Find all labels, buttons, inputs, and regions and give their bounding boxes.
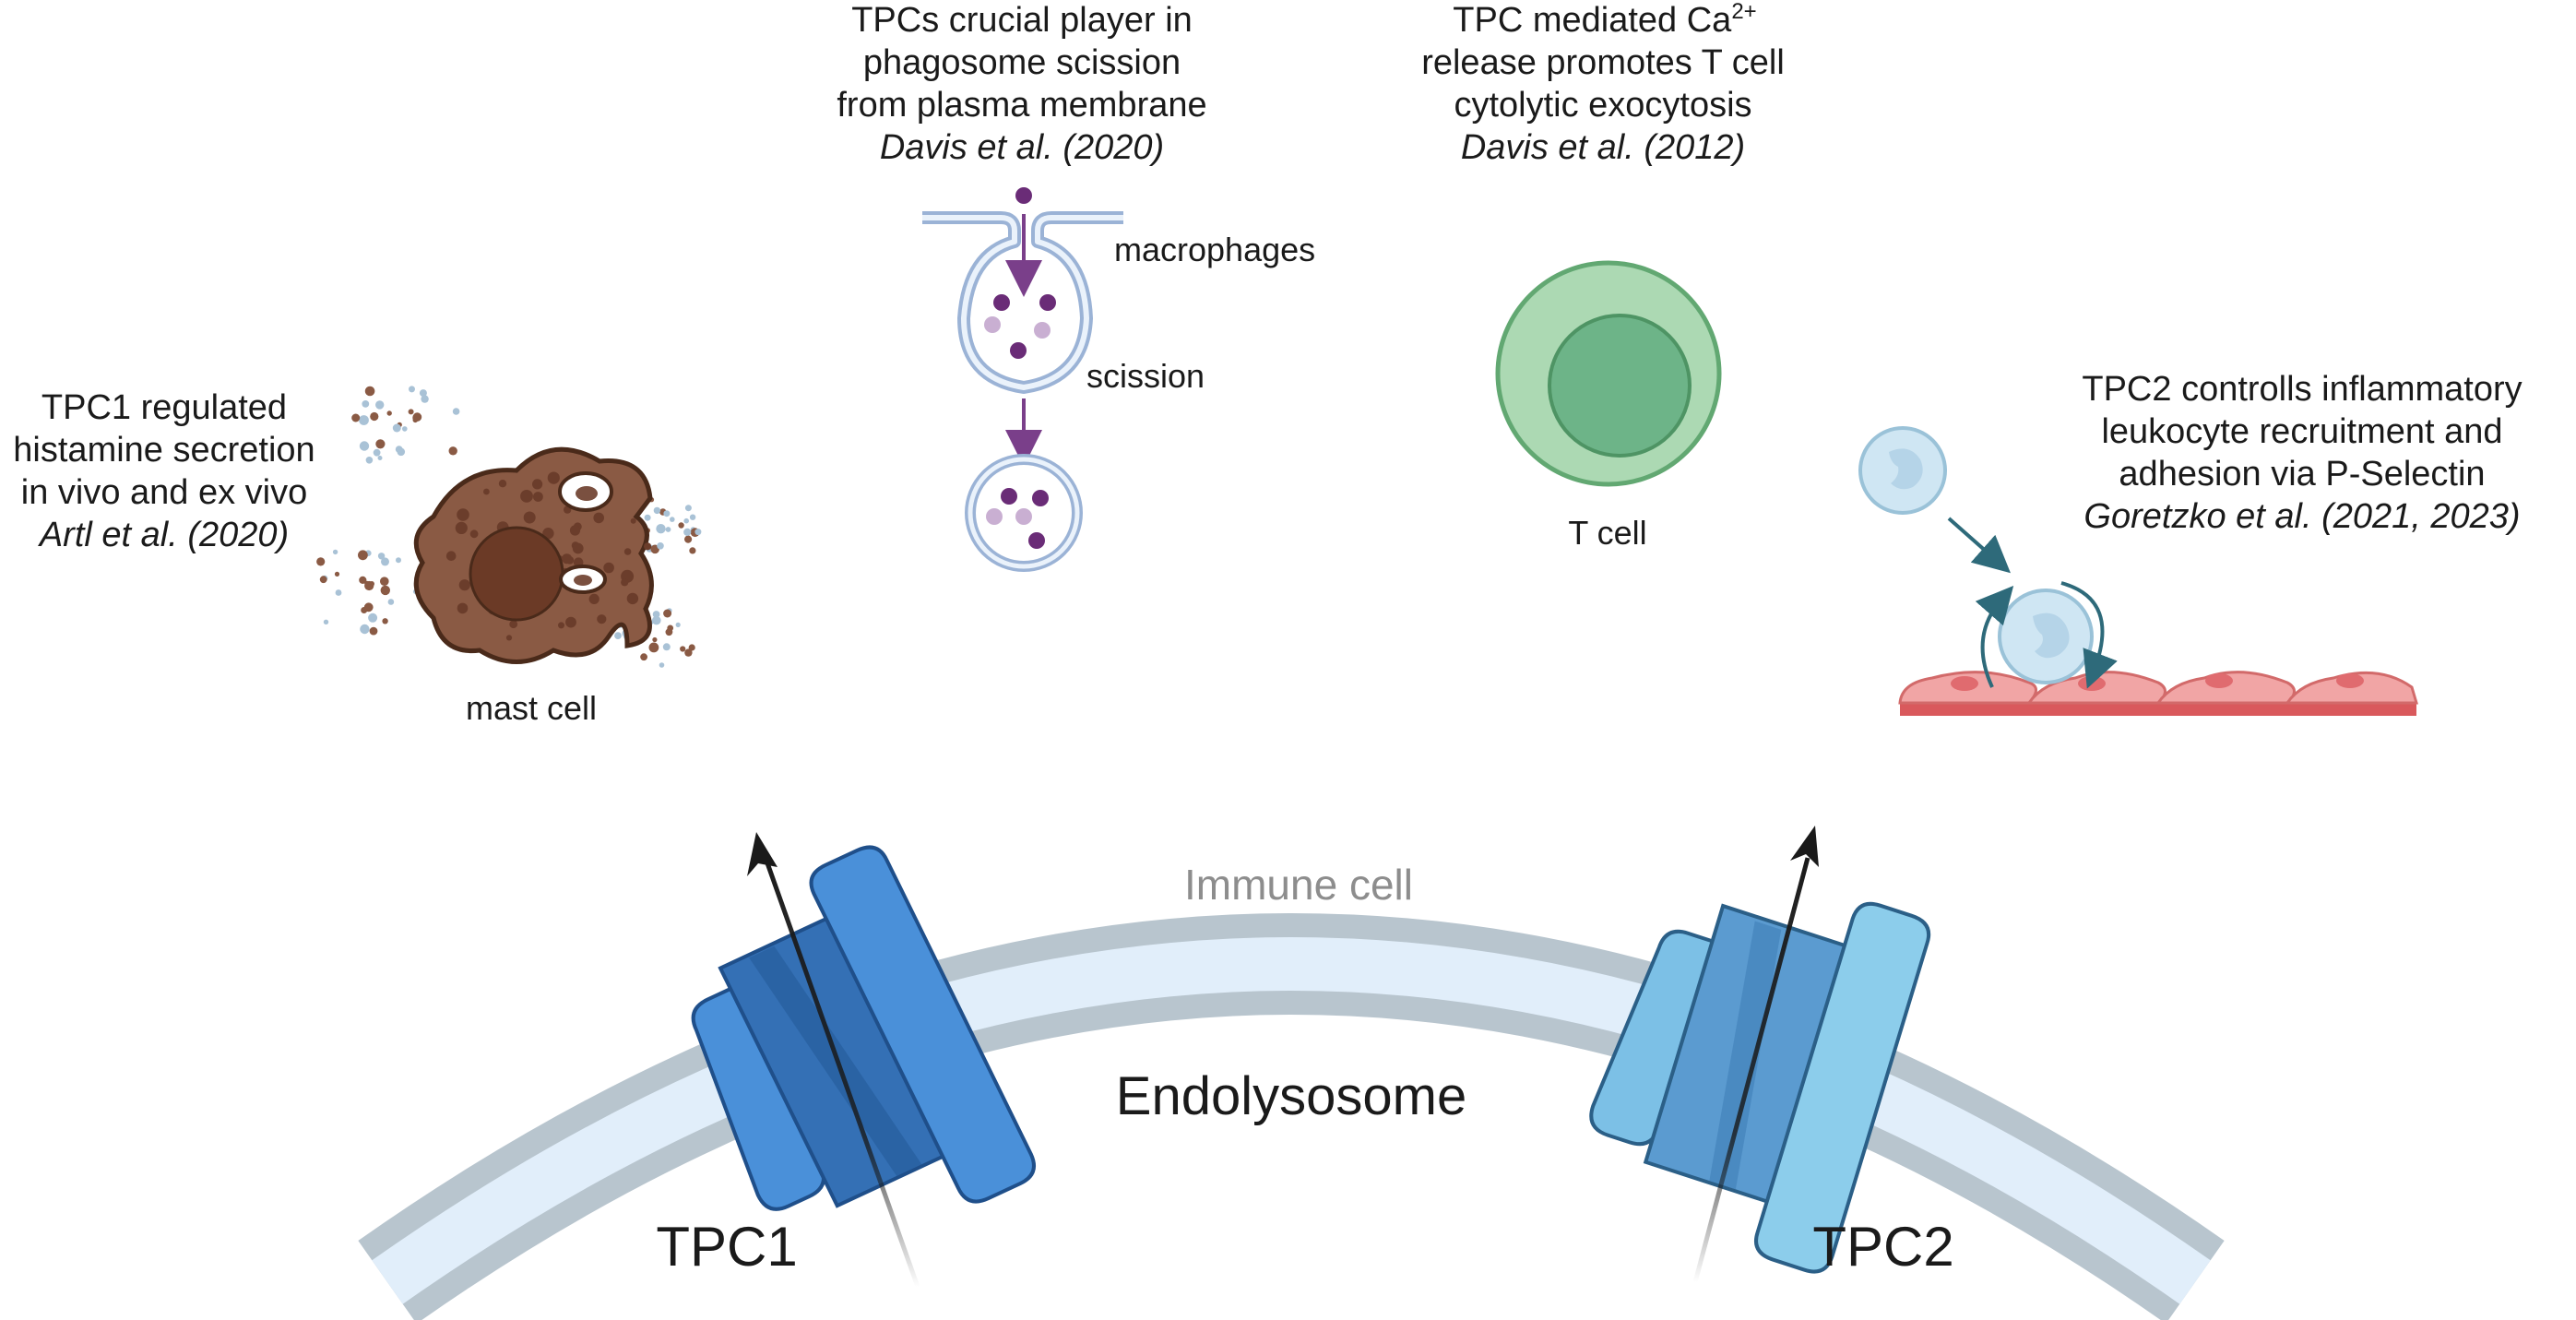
rolling-arrow-left <box>1975 585 2014 688</box>
mastcell-caption: TPC1 regulated histamine secretion in vi… <box>13 388 315 554</box>
tcell-label: T cell <box>1568 514 1646 552</box>
cargo-particle <box>1015 187 1032 204</box>
macrophages-label: macrophages <box>1114 231 1315 268</box>
tcell-text-line-2: release promotes T cell <box>1421 43 1785 82</box>
mastcell-label: mast cell <box>466 689 597 727</box>
tcell-text-line-3: cytolytic exocytosis <box>1454 86 1751 125</box>
mastcell-citation: Artl et al. (2020) <box>38 516 289 554</box>
tcell-citation: Davis et al. (2012) <box>1461 128 1745 167</box>
mast-cell-nucleus <box>469 526 564 622</box>
endolysosome-membrane <box>358 913 2225 1320</box>
leukocyte-text-line-2: leukocyte recruitment and <box>2101 412 2502 451</box>
leukocyte-text-line-3: adhesion via P-Selectin <box>2119 455 2485 494</box>
phagosome-text-line-2: phagosome scission <box>863 43 1181 82</box>
tcell-caption: TPC mediated Ca2+ release promotes T cel… <box>1421 0 1785 167</box>
phagosome-text-line-3: from plasma membrane <box>837 86 1206 125</box>
leukocyte-caption: TPC2 controlls inflammatory leukocyte re… <box>2082 370 2522 536</box>
leukocyte-recruitment <box>1858 426 2419 716</box>
tpc2-channel <box>1589 901 1931 1274</box>
mast-cell <box>316 386 702 668</box>
phagosome-diagram <box>922 187 1123 572</box>
mastcell-text-line-3: in vivo and ex vivo <box>21 473 308 512</box>
tcell-text-line-1: TPC mediated Ca2+ <box>1453 0 1756 40</box>
tpc2-ion-flux-arrow <box>1692 826 1819 1283</box>
tpc1-label: TPC1 <box>656 1216 797 1278</box>
t-cell-nucleus <box>1548 314 1692 458</box>
free-leukocyte <box>1858 426 1947 515</box>
phagosome-caption: TPCs crucial player in phagosome scissio… <box>837 1 1206 167</box>
leukocyte-text-line-1: TPC2 controlls inflammatory <box>2082 370 2522 409</box>
immune-cell-label: Immune cell <box>1184 861 1413 909</box>
rolling-leukocyte <box>1998 589 2094 684</box>
rolling-arrow-right <box>2060 581 2118 689</box>
tpc1-ion-flux-arrow <box>747 832 920 1288</box>
leukocyte-citation: Goretzko et al. (2021, 2023) <box>2083 497 2520 536</box>
phagosome-citation: Davis et al. (2020) <box>880 128 1164 167</box>
t-cell <box>1495 260 1722 487</box>
scission-label: scission <box>1086 357 1205 395</box>
endolysosome-label: Endolysosome <box>1116 1066 1466 1126</box>
mastcell-text-line-2: histamine secretion <box>13 431 315 470</box>
tpc2-label: TPC2 <box>1812 1216 1953 1278</box>
recruitment-arrow <box>1947 517 2011 574</box>
phagosome-text-line-1: TPCs crucial player in <box>851 1 1193 40</box>
endothelium <box>1898 671 2419 716</box>
mastcell-text-line-1: TPC1 regulated <box>42 388 287 427</box>
